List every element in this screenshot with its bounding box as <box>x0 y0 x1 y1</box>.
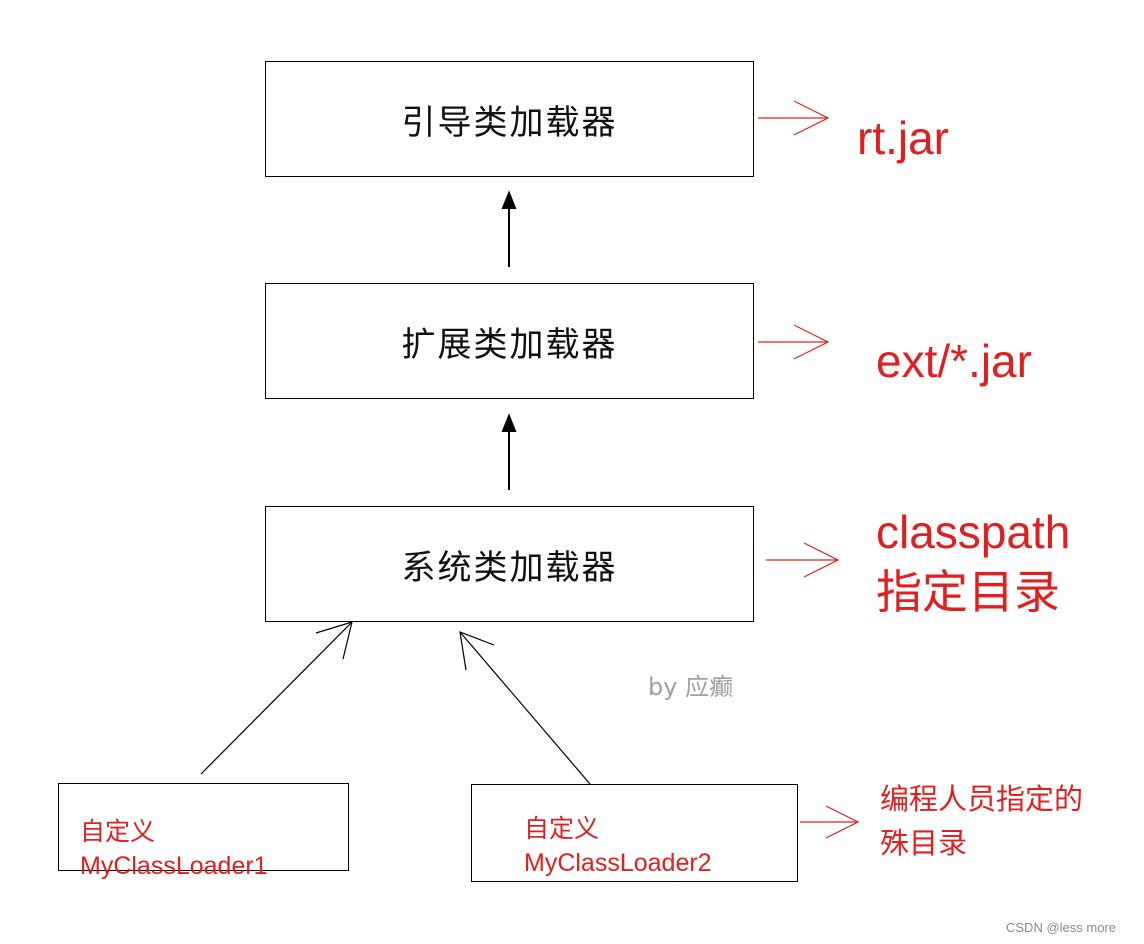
arrow-system-to-ext <box>501 413 517 490</box>
red-arrow-custom <box>800 805 860 839</box>
custom-loader1-label: 自定义 MyClassLoader1 <box>80 815 268 883</box>
bootstrap-loader-box: 引导类加载器 <box>265 61 754 177</box>
custom-loader1-line2: MyClassLoader1 <box>80 852 268 880</box>
custom-loader2-box <box>471 784 798 882</box>
custom-loader1-box <box>58 783 349 871</box>
system-target-line2: 指定目录 <box>876 566 1060 618</box>
custom-loader2-label: 自定义 MyClassLoader2 <box>524 812 712 880</box>
arrow-loader1-to-system <box>200 621 353 775</box>
bootstrap-target: rt.jar <box>857 112 949 164</box>
custom-loader2-line2: MyClassLoader2 <box>524 849 712 877</box>
system-loader-label: 系统类加载器 <box>401 547 618 588</box>
arrow-loader2-to-system <box>459 631 591 785</box>
custom-loader1-line1: 自定义 <box>80 818 156 846</box>
red-arrow-bootstrap <box>758 100 830 136</box>
extension-target: ext/*.jar <box>876 335 1032 387</box>
custom-target-line1: 编程人员指定的 <box>880 784 1084 816</box>
system-target-line1: classpath <box>876 506 1071 558</box>
red-arrow-extension <box>758 324 830 360</box>
custom-loader2-line1: 自定义 <box>524 815 600 843</box>
red-arrow-system <box>766 542 840 578</box>
system-loader-box: 系统类加载器 <box>265 506 754 622</box>
extension-loader-label: 扩展类加载器 <box>401 324 618 365</box>
csdn-footer: CSDN @less more <box>1006 920 1116 935</box>
custom-target-line2: 殊目录 <box>880 828 968 860</box>
custom-target: 编程人员指定的 殊目录 <box>880 778 1083 866</box>
bootstrap-loader-label: 引导类加载器 <box>401 102 618 143</box>
system-target: classpath 指定目录 <box>876 502 1070 622</box>
arrow-ext-to-bootstrap <box>501 190 517 267</box>
author-watermark: by 应癫 <box>648 673 734 701</box>
extension-loader-box: 扩展类加载器 <box>265 283 754 399</box>
